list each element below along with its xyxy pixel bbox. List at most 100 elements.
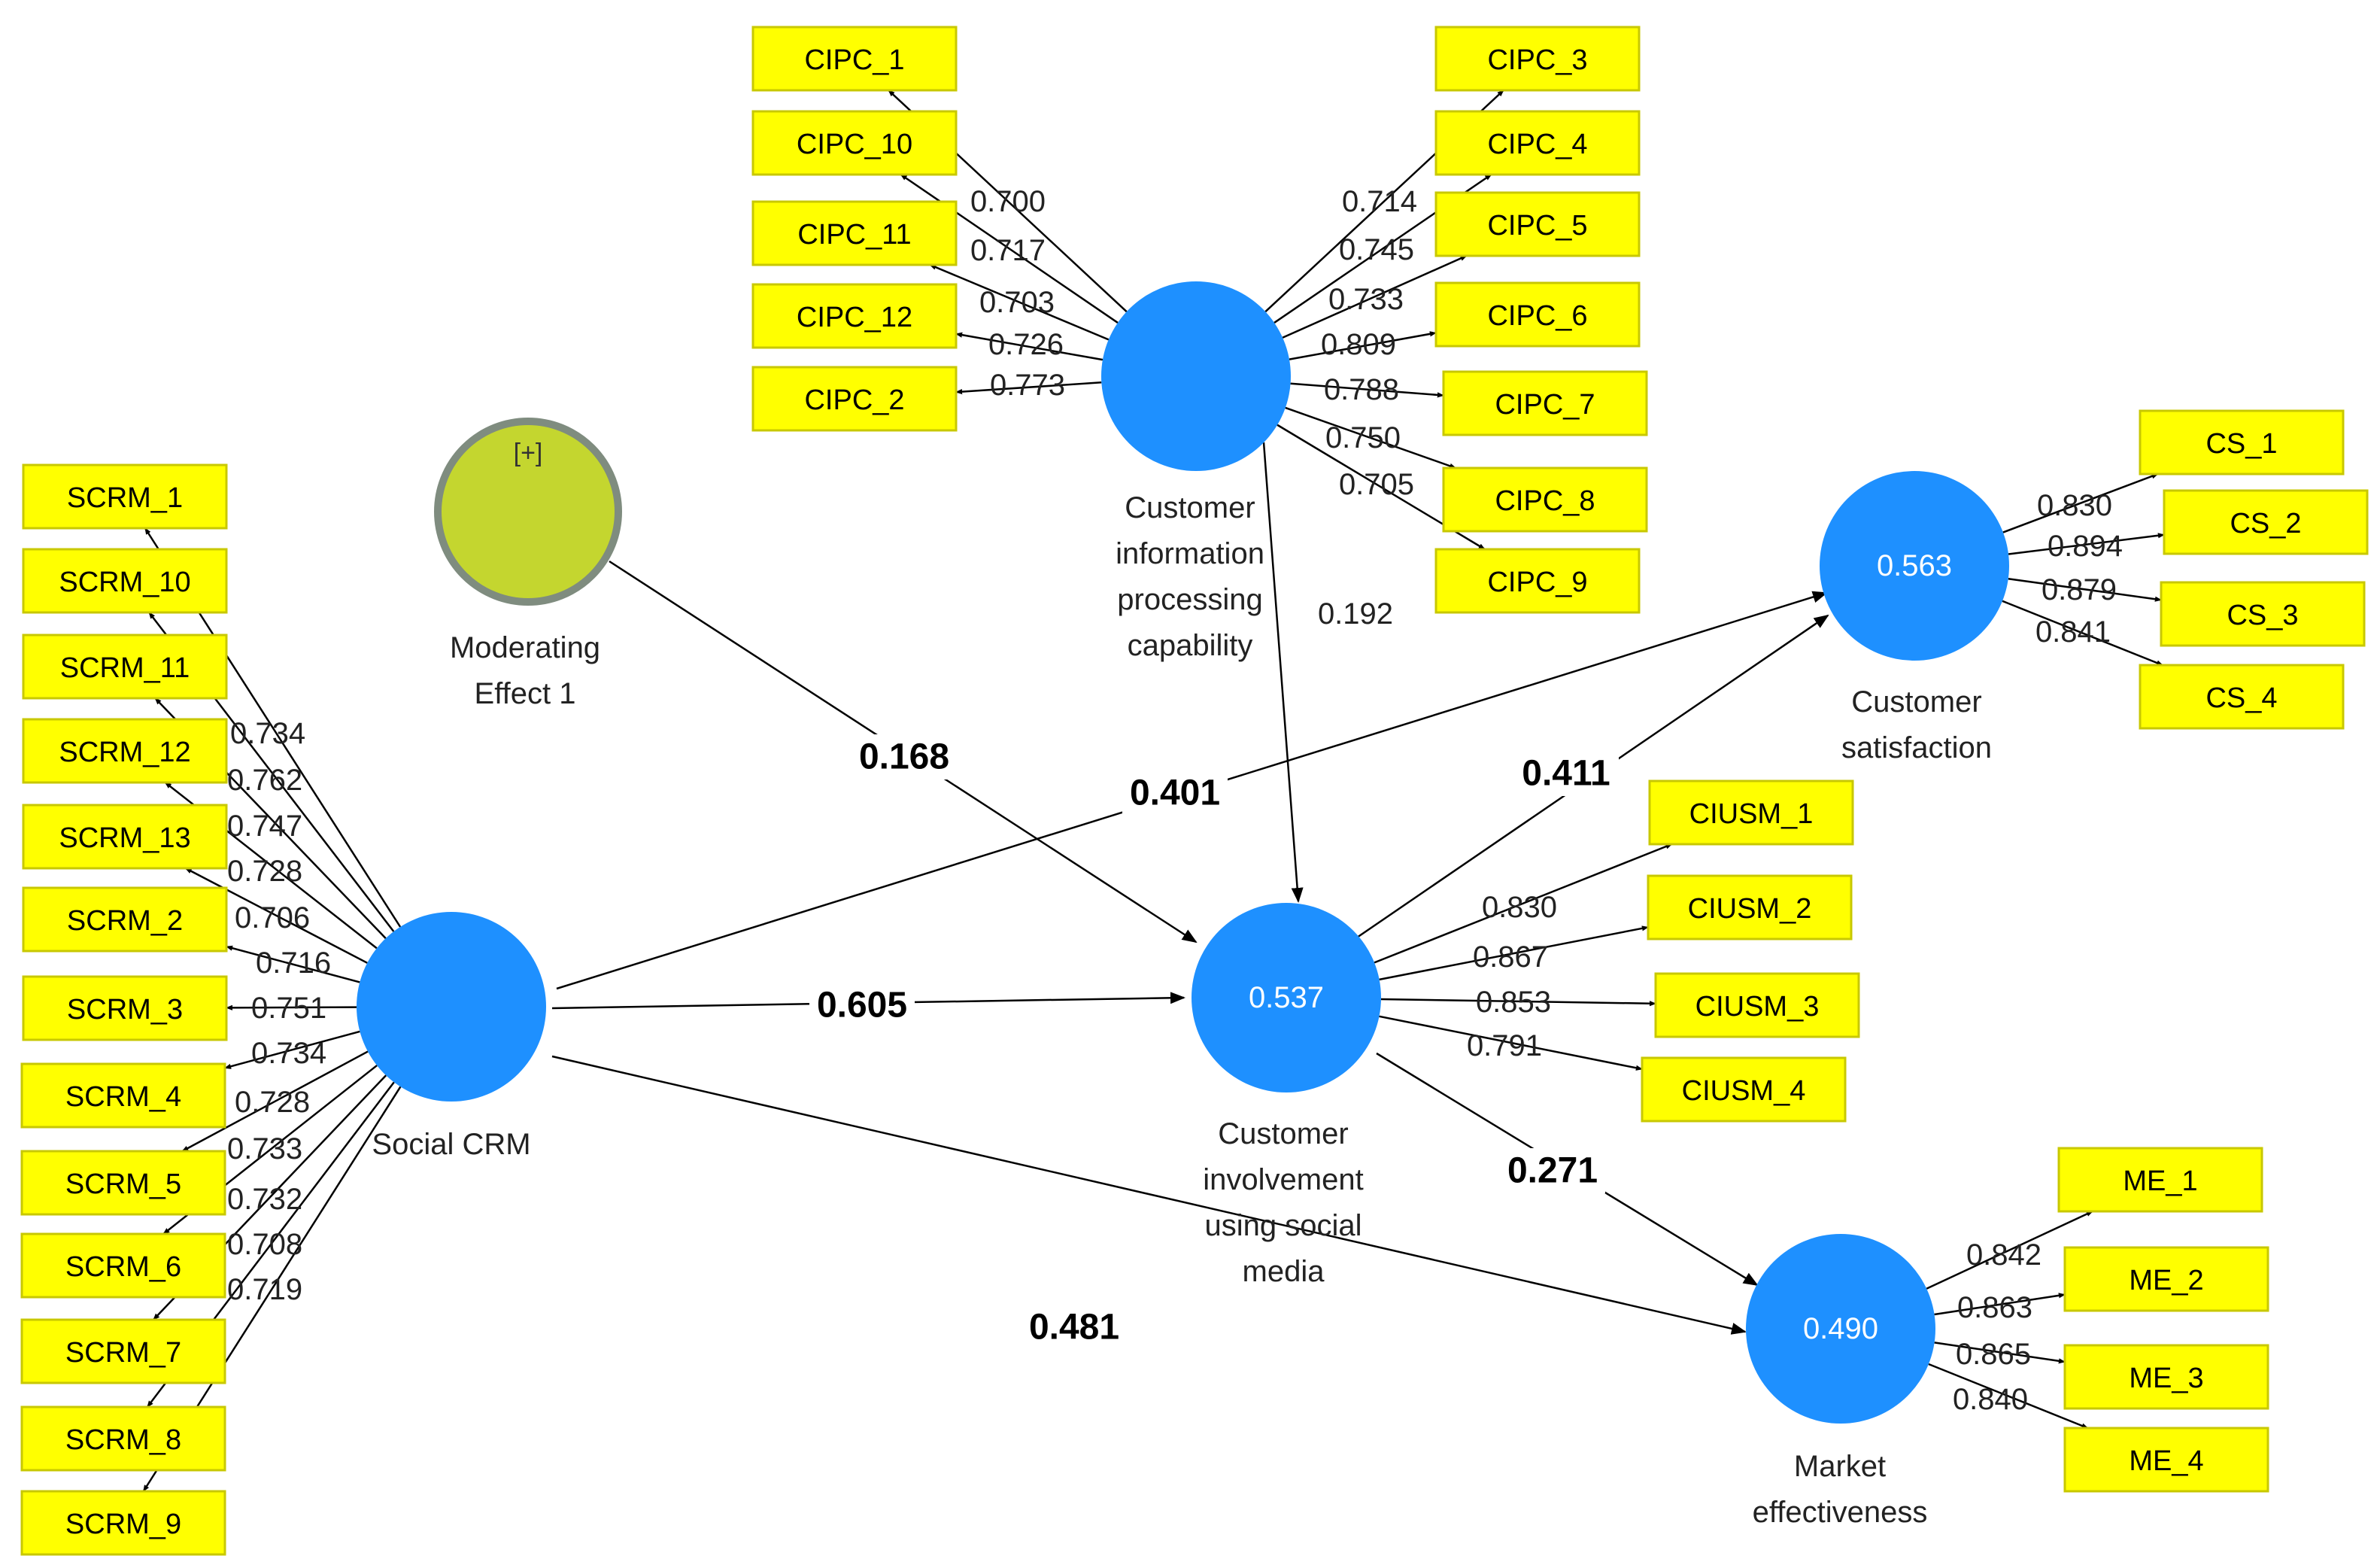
loading-value-cipc-5: 0.733 — [1328, 283, 1404, 316]
indicator-box — [1434, 191, 1641, 257]
construct-cs[interactable]: 0.563 — [1820, 471, 2009, 661]
indicator-ciusm-1[interactable]: CIUSM_1 — [1648, 779, 1854, 846]
indicator-label: SCRM_5 — [65, 1168, 181, 1200]
indicator-me-3[interactable]: ME_3 — [2063, 1344, 2269, 1410]
loading-arrow-me-2 — [1934, 1293, 2066, 1316]
indicator-ciusm-3[interactable]: CIUSM_3 — [1654, 972, 1860, 1038]
indicator-scrm-4[interactable]: SCRM_4 — [20, 1062, 226, 1129]
indicator-scrm-10[interactable]: SCRM_10 — [22, 548, 228, 614]
loading-arrow-scrm-13 — [184, 867, 368, 964]
loading-arrow-cipc-5 — [1282, 254, 1468, 339]
construct-label-line: Market — [1794, 1450, 1886, 1483]
construct-cipc[interactable] — [1101, 281, 1291, 471]
loading-value-ciusm-1: 0.830 — [1482, 891, 1557, 924]
indicator-scrm-11[interactable]: SCRM_11 — [22, 634, 228, 700]
indicator-label: CS_2 — [2230, 508, 2301, 539]
loading-arrow-me-1 — [1926, 1210, 2093, 1290]
indicator-box — [22, 463, 228, 530]
constructs: 0.537 0.563 0.490 [+] — [357, 281, 2009, 1424]
indicator-cipc-7[interactable]: CIPC_7 — [1442, 370, 1648, 436]
loading-value-cipc-12: 0.726 — [988, 328, 1064, 361]
path-coefficient-ciusm-to-me: 0.271 — [1507, 1151, 1598, 1191]
construct-label-line: Effect 1 — [475, 677, 576, 710]
indicator-box — [2160, 581, 2366, 647]
indicator-box — [2063, 1246, 2269, 1312]
loading-arrow-ciusm-2 — [1379, 925, 1649, 981]
indicators: SCRM_1SCRM_10SCRM_11SCRM_12SCRM_13SCRM_2… — [20, 26, 2369, 1556]
indicator-cs-2[interactable]: CS_2 — [2163, 489, 2369, 555]
indicator-scrm-9[interactable]: SCRM_9 — [20, 1490, 226, 1556]
loading-arrow-ciusm-4 — [1379, 1015, 1643, 1071]
indicator-cipc-8[interactable]: CIPC_8 — [1442, 466, 1648, 533]
indicator-label: SCRM_7 — [65, 1337, 181, 1369]
indicator-box — [2139, 409, 2345, 476]
loading-value-me-4: 0.840 — [1953, 1383, 2028, 1416]
loading-value-cs-4: 0.841 — [2035, 615, 2111, 649]
loading-value-scrm-2: 0.716 — [256, 947, 331, 980]
indicator-cs-1[interactable]: CS_1 — [2139, 409, 2345, 476]
indicator-cipc-10[interactable]: CIPC_10 — [751, 110, 958, 176]
loading-value-scrm-11: 0.747 — [227, 810, 302, 843]
construct-social-crm[interactable] — [357, 912, 546, 1102]
loading-arrow-cs-2 — [2008, 533, 2165, 555]
structural-paths — [551, 442, 1829, 1350]
indicator-label: SCRM_9 — [65, 1509, 181, 1540]
indicator-label: CIUSM_4 — [1682, 1075, 1806, 1107]
indicator-scrm-5[interactable]: SCRM_5 — [20, 1150, 226, 1216]
indicator-cs-4[interactable]: CS_4 — [2139, 664, 2345, 730]
indicator-label: SCRM_1 — [67, 482, 183, 514]
indicator-ciusm-2[interactable]: CIUSM_2 — [1647, 874, 1853, 940]
indicator-me-2[interactable]: ME_2 — [2063, 1246, 2269, 1312]
indicator-cipc-11[interactable]: CIPC_11 — [751, 200, 958, 266]
indicator-cipc-5[interactable]: CIPC_5 — [1434, 191, 1641, 257]
indicator-cipc-9[interactable]: CIPC_9 — [1434, 548, 1641, 614]
indicator-box — [751, 26, 958, 92]
indicator-me-4[interactable]: ME_4 — [2063, 1427, 2269, 1493]
indicator-box — [20, 1062, 226, 1129]
path-coefficient-ciusm-to-cs: 0.411 — [1522, 754, 1610, 794]
construct-me[interactable]: 0.490 — [1746, 1234, 1935, 1424]
construct-label-social-crm: Social CRM — [372, 1128, 530, 1161]
indicator-cipc-3[interactable]: CIPC_3 — [1434, 26, 1641, 92]
indicator-cipc-4[interactable]: CIPC_4 — [1434, 110, 1641, 176]
indicator-scrm-7[interactable]: SCRM_7 — [20, 1318, 226, 1384]
indicator-cipc-6[interactable]: CIPC_6 — [1434, 281, 1641, 348]
loading-value-scrm-13: 0.706 — [235, 901, 310, 934]
indicator-box — [1648, 779, 1854, 846]
indicator-label: CIPC_1 — [804, 44, 904, 76]
indicator-label: CIPC_5 — [1487, 210, 1587, 242]
path-arrow-social-crm-to-me — [551, 1055, 1747, 1335]
construct-moderator[interactable]: [+] — [434, 418, 622, 606]
expand-icon[interactable]: [+] — [514, 439, 543, 467]
indicator-box — [22, 975, 228, 1041]
indicator-ciusm-4[interactable]: CIUSM_4 — [1641, 1056, 1847, 1123]
loading-arrow-scrm-5 — [181, 1050, 369, 1153]
indicator-box — [20, 1318, 226, 1384]
loading-value-cipc-10: 0.717 — [970, 234, 1046, 267]
indicator-scrm-12[interactable]: SCRM_12 — [22, 718, 228, 784]
loading-value-scrm-3: 0.751 — [251, 992, 326, 1025]
indicator-scrm-3[interactable]: SCRM_3 — [22, 975, 228, 1041]
construct-circle — [1101, 281, 1291, 471]
indicator-cipc-1[interactable]: CIPC_1 — [751, 26, 958, 92]
indicator-me-1[interactable]: ME_1 — [2057, 1147, 2263, 1213]
indicator-cs-3[interactable]: CS_3 — [2160, 581, 2366, 647]
indicator-scrm-2[interactable]: SCRM_2 — [22, 886, 228, 953]
path-label-background — [852, 734, 957, 779]
indicator-cipc-12[interactable]: CIPC_12 — [751, 283, 958, 349]
indicator-scrm-8[interactable]: SCRM_8 — [20, 1405, 226, 1472]
indicator-cipc-2[interactable]: CIPC_2 — [751, 366, 958, 432]
indicator-label: CIUSM_3 — [1695, 991, 1820, 1023]
indicator-scrm-1[interactable]: SCRM_1 — [22, 463, 228, 530]
indicator-scrm-13[interactable]: SCRM_13 — [22, 804, 228, 870]
path-coefficient-social-crm-to-me: 0.481 — [1029, 1308, 1119, 1348]
indicator-label: CIPC_6 — [1487, 300, 1587, 332]
loading-value-cipc-8: 0.750 — [1325, 421, 1401, 454]
indicator-label: SCRM_11 — [60, 652, 190, 684]
indicator-box — [1442, 370, 1648, 436]
construct-ciusm[interactable]: 0.537 — [1192, 903, 1381, 1092]
construct-label-line: using social — [1204, 1209, 1362, 1242]
indicator-scrm-6[interactable]: SCRM_6 — [20, 1232, 226, 1299]
